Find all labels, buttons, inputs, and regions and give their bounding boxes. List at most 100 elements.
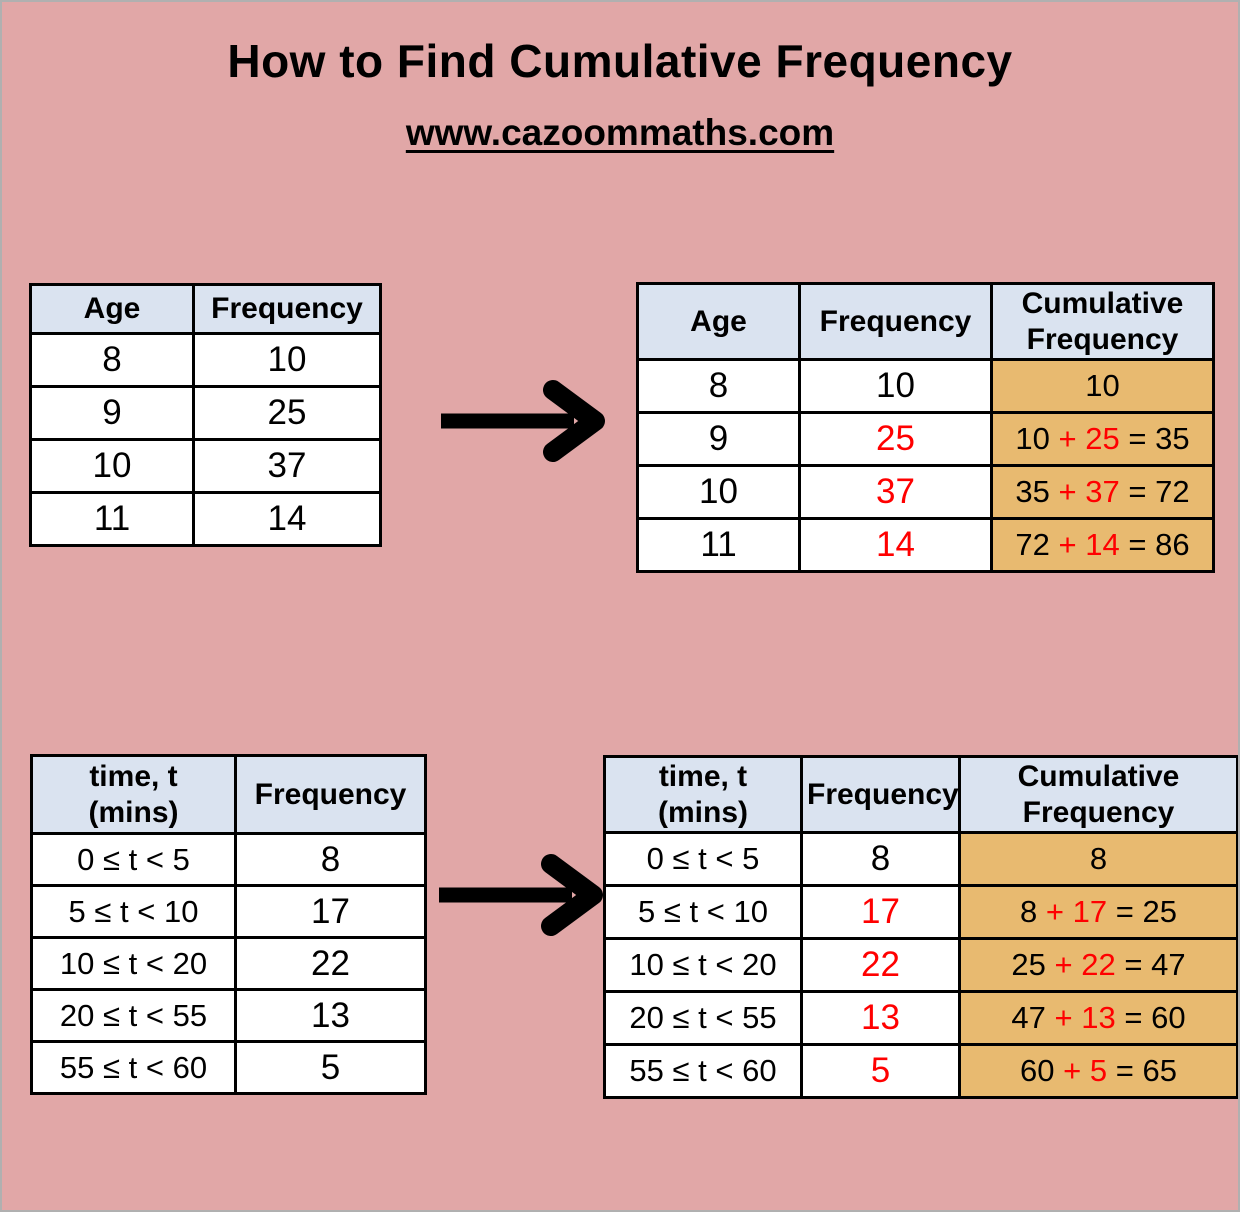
cumulative-added-value: + 5: [1063, 1053, 1108, 1088]
frequency-cell: 37: [798, 464, 993, 520]
header-time: time, t (mins): [30, 754, 237, 835]
age-cumulative-table: Age Frequency Cumulative Frequency 8 10 …: [636, 282, 1215, 573]
frequency-cell: 5: [234, 1040, 427, 1095]
frequency-cell: 17: [234, 884, 427, 939]
time-range-cell: 5 ≤ t < 10: [30, 884, 237, 939]
age-cell: 11: [636, 517, 801, 573]
age-cell: 8: [636, 358, 801, 414]
cumulative-result: = 47: [1124, 947, 1186, 982]
cumulative-cell: 35 + 37 = 72: [990, 464, 1215, 520]
cumulative-cell: 47 + 13 = 60: [958, 990, 1238, 1046]
age-cell: 9: [29, 385, 195, 441]
frequency-cell: 10: [798, 358, 993, 414]
cumulative-cell: 8 + 17 = 25: [958, 884, 1238, 940]
frequency-cell: 25: [192, 385, 382, 441]
cumulative-added-value: + 22: [1054, 947, 1116, 982]
cumulative-result: = 25: [1115, 894, 1177, 929]
age-cell: 11: [29, 491, 195, 547]
time-range-cell: 55 ≤ t < 60: [30, 1040, 237, 1095]
time-range-cell: 10 ≤ t < 20: [30, 936, 237, 991]
frequency-cell: 14: [798, 517, 993, 573]
table-row: 0 ≤ t < 5 8: [30, 832, 427, 887]
time-range-cell: 10 ≤ t < 20: [603, 937, 803, 993]
time-cumulative-table: time, t (mins) Frequency Cumulative Freq…: [603, 755, 1238, 1099]
age-cell: 8: [29, 332, 195, 388]
table-row: 8 10: [29, 332, 382, 388]
cumulative-prev-value: 35: [1015, 474, 1050, 509]
cumulative-prev-value: 8: [1020, 894, 1038, 929]
frequency-cell: 8: [234, 832, 427, 887]
age-cell: 10: [636, 464, 801, 520]
frequency-cell: 13: [234, 988, 427, 1043]
right-arrow-icon: [441, 380, 605, 462]
website-link[interactable]: www.cazoommaths.com: [405, 112, 835, 153]
header-frequency: Frequency: [800, 755, 961, 834]
table-header-row: Age Frequency Cumulative Frequency: [636, 282, 1215, 361]
cumulative-cell: 60 + 5 = 65: [958, 1043, 1238, 1099]
frequency-cell: 22: [234, 936, 427, 991]
cumulative-added-value: + 13: [1054, 1000, 1116, 1035]
cumulative-prev-value: 72: [1015, 527, 1050, 562]
time-range-cell: 5 ≤ t < 10: [603, 884, 803, 940]
frequency-cell: 8: [800, 831, 961, 887]
cumulative-cell: 8: [958, 831, 1238, 887]
table-header-row: time, t (mins) Frequency Cumulative Freq…: [603, 755, 1238, 834]
right-arrow-icon: [439, 854, 603, 936]
cumulative-cell: 72 + 14 = 86: [990, 517, 1215, 573]
header-time-line2: (mins): [88, 795, 179, 829]
time-range-cell: 20 ≤ t < 55: [30, 988, 237, 1043]
frequency-cell: 25: [798, 411, 993, 467]
cumulative-result: = 72: [1128, 474, 1190, 509]
frequency-cell: 37: [192, 438, 382, 494]
header-time: time, t (mins): [603, 755, 803, 834]
cumulative-added-value: + 17: [1045, 894, 1108, 929]
cumulative-cell: 25 + 22 = 47: [958, 937, 1238, 993]
cumulative-result: = 65: [1115, 1053, 1177, 1088]
cumulative-cell: 10: [990, 358, 1215, 414]
cumulative-added-value: + 37: [1058, 474, 1120, 509]
table-row: 20 ≤ t < 55 13: [30, 988, 427, 1043]
frequency-cell: 5: [800, 1043, 961, 1099]
table-header-row: time, t (mins) Frequency: [30, 754, 427, 835]
age-cell: 9: [636, 411, 801, 467]
frequency-cell: 17: [800, 884, 961, 940]
header-time-line2: (mins): [658, 795, 748, 829]
table-row: 11 14 72 + 14 = 86: [636, 517, 1215, 573]
frequency-cell: 14: [192, 491, 382, 547]
cumulative-added-value: + 14: [1058, 527, 1120, 562]
cumulative-added-value: + 25: [1058, 421, 1120, 456]
cumulative-result: = 86: [1128, 527, 1190, 562]
header-time-line1: time, t: [89, 760, 178, 794]
table-row: 8 10 10: [636, 358, 1215, 414]
header-age: Age: [636, 282, 801, 361]
header-frequency: Frequency: [192, 283, 382, 335]
table-row: 55 ≤ t < 60 5: [30, 1040, 427, 1095]
time-range-cell: 0 ≤ t < 5: [30, 832, 237, 887]
page-title: How to Find Cumulative Frequency: [227, 35, 1013, 87]
table-row: 9 25: [29, 385, 382, 441]
cumulative-prev-value: 25: [1011, 947, 1046, 982]
frequency-cell: 13: [800, 990, 961, 1046]
cumulative-prev-value: 60: [1020, 1053, 1055, 1088]
table-row: 0 ≤ t < 5 8 8: [603, 831, 1238, 887]
cumulative-prev-value: 47: [1011, 1000, 1046, 1035]
table-row: 20 ≤ t < 55 13 47 + 13 = 60: [603, 990, 1238, 1046]
time-range-cell: 20 ≤ t < 55: [603, 990, 803, 1046]
header-time-line1: time, t: [658, 760, 748, 794]
header-age: Age: [29, 283, 195, 335]
table-header-row: Age Frequency: [29, 283, 382, 335]
table-row: 10 37: [29, 438, 382, 494]
cumulative-prev-value: 8: [1089, 841, 1108, 876]
table-row: 10 ≤ t < 20 22: [30, 936, 427, 991]
table-row: 9 25 10 + 25 = 35: [636, 411, 1215, 467]
cumulative-prev-value: 10: [1085, 368, 1120, 403]
cumulative-result: = 35: [1128, 421, 1190, 456]
time-range-cell: 0 ≤ t < 5: [603, 831, 803, 887]
cumulative-cell: 10 + 25 = 35: [990, 411, 1215, 467]
table-row: 11 14: [29, 491, 382, 547]
table-row: 10 37 35 + 37 = 72: [636, 464, 1215, 520]
age-frequency-table: Age Frequency 8 10 9 25 10 37 11 14: [29, 283, 382, 547]
table-row: 10 ≤ t < 20 22 25 + 22 = 47: [603, 937, 1238, 993]
header-frequency: Frequency: [234, 754, 427, 835]
frequency-cell: 10: [192, 332, 382, 388]
